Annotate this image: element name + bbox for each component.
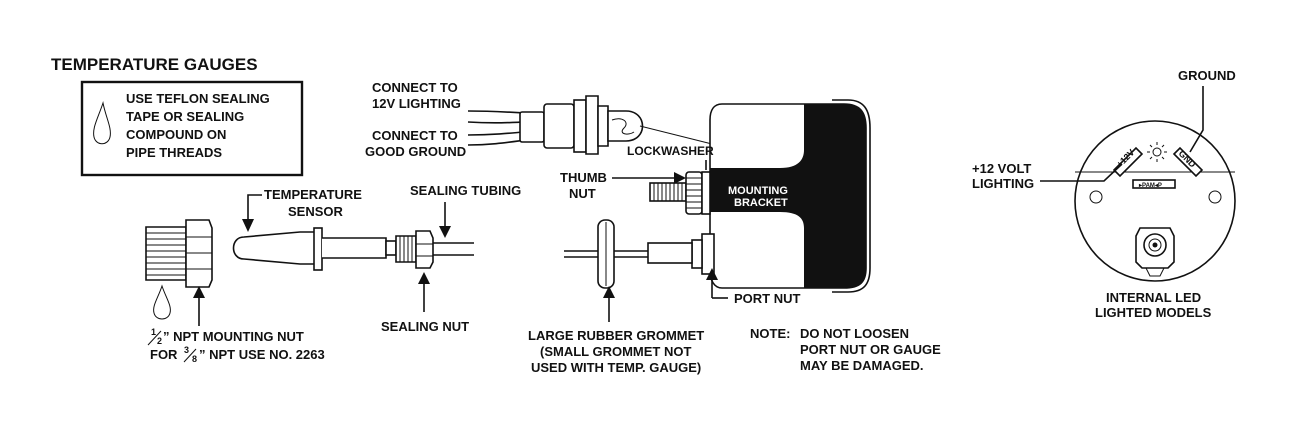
note-box-line-3: COMPOUND ON bbox=[126, 127, 226, 142]
temperature-sensor-arrow bbox=[242, 194, 262, 232]
grommet-label-2: (SMALL GROMMET NOT bbox=[540, 344, 691, 359]
sealing-nut-arrow bbox=[418, 272, 430, 312]
gauge-body-side bbox=[709, 99, 871, 293]
sealing-nut-label: SEALING NUT bbox=[381, 319, 469, 334]
connect-lighting-label-1: CONNECT TO bbox=[372, 80, 458, 95]
grommet-arrow bbox=[603, 286, 615, 322]
sealant-drop-icon bbox=[93, 101, 111, 145]
svg-text:” NPT MOUNTING NUT: ” NPT MOUNTING NUT bbox=[163, 329, 304, 344]
port-nut bbox=[691, 233, 715, 275]
note-box-line-1: USE TEFLON SEALING bbox=[126, 91, 270, 106]
thumb-nut-label-1: THUMB bbox=[560, 170, 607, 185]
capillary-tube bbox=[564, 242, 693, 264]
note-box-line-2: TAPE OR SEALING bbox=[126, 109, 244, 124]
back-plate-text: ▸PAM◂P bbox=[1138, 183, 1162, 189]
lockwasher bbox=[701, 171, 711, 215]
mounting-nut bbox=[145, 219, 213, 288]
ground-wire: GROUND bbox=[1178, 68, 1236, 153]
bulb-insertion-line bbox=[639, 125, 713, 145]
svg-text:3: 3 bbox=[184, 345, 189, 355]
mounting-nut-label: 1 2 ” NPT MOUNTING NUT FOR 3 8 ” NPT USE… bbox=[147, 327, 325, 364]
lockwasher-label: LOCKWASHER bbox=[627, 144, 714, 158]
temperature-sensor-label-2: SENSOR bbox=[288, 204, 344, 219]
thumb-nut-arrow bbox=[612, 172, 686, 184]
mounting-hole bbox=[1208, 190, 1222, 204]
note-line-1: DO NOT LOOSEN bbox=[800, 326, 909, 341]
thumb-nut bbox=[685, 171, 703, 215]
grommet-label-1: LARGE RUBBER GROMMET bbox=[528, 328, 704, 343]
note-line-2: PORT NUT OR GAUGE bbox=[800, 342, 941, 357]
grommet-label-3: USED WITH TEMP. GAUGE) bbox=[531, 360, 701, 375]
connect-ground-label-2: GOOD GROUND bbox=[365, 144, 466, 159]
port-nut-label: PORT NUT bbox=[734, 291, 801, 306]
sealing-tubing-label: SEALING TUBING bbox=[410, 183, 521, 198]
temperature-sensor-label-1: TEMPERATURE bbox=[264, 187, 362, 202]
sealing-tubing bbox=[433, 242, 474, 256]
temperature-sensor bbox=[232, 227, 387, 271]
sealing-tubing-arrow bbox=[439, 202, 451, 238]
svg-text:1: 1 bbox=[151, 327, 156, 337]
note-line-3: MAY BE DAMAGED. bbox=[800, 358, 924, 373]
sealant-drop-icon bbox=[153, 284, 171, 320]
plus12v-label-1: +12 VOLT bbox=[972, 161, 1031, 176]
plus12v-wire: +12 VOLT LIGHTING bbox=[972, 161, 1123, 191]
led-icon bbox=[1147, 142, 1167, 162]
internal-led-label-2: LIGHTED MODELS bbox=[1095, 305, 1212, 320]
note-prefix: NOTE: bbox=[750, 326, 790, 341]
connect-lighting-label-2: 12V LIGHTING bbox=[372, 96, 461, 111]
plus12v-label-2: LIGHTING bbox=[972, 176, 1034, 191]
port-nut-leader bbox=[706, 268, 728, 299]
note-box-line-4: PIPE THREADS bbox=[126, 145, 222, 160]
mounting-bracket-label-1: MOUNTING bbox=[728, 185, 788, 197]
svg-text:2: 2 bbox=[157, 336, 162, 346]
mounting-hole bbox=[1089, 190, 1103, 204]
rubber-grommet bbox=[597, 219, 615, 289]
internal-led-label-1: INTERNAL LED bbox=[1106, 290, 1201, 305]
teflon-note-box: USE TEFLON SEALING TAPE OR SEALING COMPO… bbox=[80, 80, 304, 177]
mounting-bracket-label-2: BRACKET bbox=[734, 197, 788, 209]
thumb-nut-label-2: NUT bbox=[569, 186, 596, 201]
gnd-terminal bbox=[1172, 146, 1204, 178]
mounting-stud bbox=[649, 182, 687, 202]
gauge-back-view: ▸PAM◂P bbox=[1074, 120, 1236, 282]
svg-text:8: 8 bbox=[192, 354, 197, 364]
sealing-nut bbox=[385, 230, 434, 269]
connect-ground-label-1: CONNECT TO bbox=[372, 128, 458, 143]
diagram-title: TEMPERATURE GAUGES bbox=[51, 55, 258, 74]
ground-label: GROUND bbox=[1178, 68, 1236, 83]
svg-text:” NPT USE NO. 2263: ” NPT USE NO. 2263 bbox=[199, 347, 325, 362]
plus12v-terminal bbox=[1112, 146, 1144, 178]
light-socket bbox=[467, 95, 644, 155]
mounting-nut-arrow bbox=[193, 286, 205, 326]
svg-text:FOR: FOR bbox=[150, 347, 178, 362]
